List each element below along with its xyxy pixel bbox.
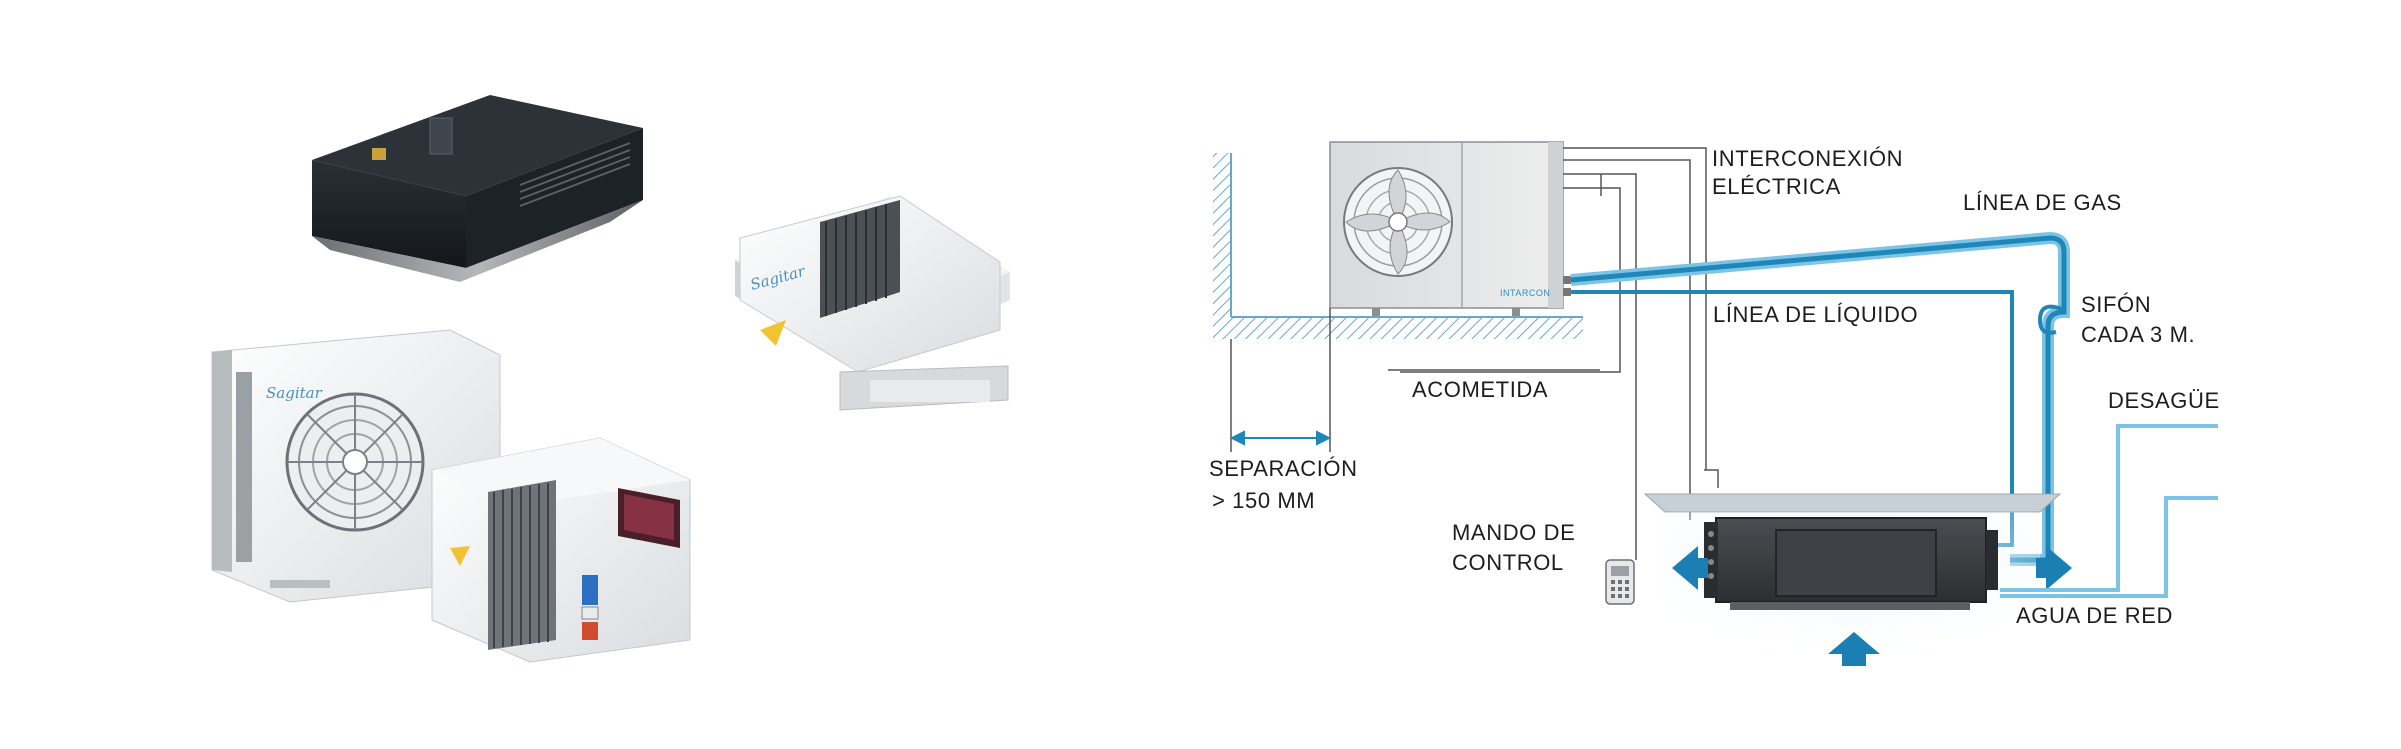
warning-label-icon bbox=[760, 320, 786, 346]
monoblock-refrigeration-unit: Sagitar bbox=[735, 195, 1010, 411]
siphon-label-line1: SIFÓN bbox=[2081, 292, 2151, 317]
indoor-duct-unit bbox=[1704, 517, 1998, 610]
product-script-label: Sagitar bbox=[266, 384, 323, 402]
power-supply-label: ACOMETIDA bbox=[1412, 377, 1548, 402]
separation-label-line1: SEPARACIÓN bbox=[1209, 456, 1358, 481]
siphon bbox=[2037, 304, 2065, 335]
installation-diagram: INTARCON bbox=[1209, 141, 2220, 666]
liquid-line-label: LÍNEA DE LÍQUIDO bbox=[1713, 302, 1918, 327]
ceiling-cassette-unit bbox=[312, 95, 643, 282]
mains-water-label: AGUA DE RED bbox=[2016, 603, 2173, 628]
separation-label-line2: > 150 MM bbox=[1212, 488, 1315, 513]
mains-water-line bbox=[2000, 496, 2218, 598]
brand-label: INTARCON bbox=[1500, 288, 1550, 298]
gas-line bbox=[1570, 231, 2070, 566]
interconnection-label-line2: ELÉCTRICA bbox=[1712, 174, 1841, 199]
split-condensing-unit: Sagitar bbox=[211, 329, 501, 603]
drain-label: DESAGÜE bbox=[2108, 388, 2220, 413]
airflow-arrow-icon bbox=[1672, 546, 2072, 666]
warning-label-icon bbox=[450, 546, 470, 566]
control-label-line1: MANDO DE bbox=[1452, 520, 1575, 545]
fan-icon bbox=[285, 392, 425, 532]
monoblock-condensing-unit bbox=[431, 437, 691, 663]
separation-dimension bbox=[1229, 308, 1332, 452]
warning-label-icon bbox=[372, 148, 386, 160]
wall-hatch bbox=[1213, 153, 1583, 339]
interconnection-label-line1: INTERCONEXIÓN bbox=[1712, 146, 1903, 171]
ceiling-panel bbox=[1643, 493, 2062, 513]
product-photos: Sagitar Sagitar bbox=[211, 95, 1010, 663]
control-label-line2: CONTROL bbox=[1452, 550, 1564, 575]
remote-control-icon bbox=[1605, 559, 1635, 605]
siphon-label-line2: CADA 3 M. bbox=[2081, 322, 2195, 347]
drain-line bbox=[2000, 424, 2218, 592]
outdoor-condensing-unit: INTARCON bbox=[1329, 141, 1571, 316]
fan-icon bbox=[1343, 167, 1453, 277]
gas-line-label: LÍNEA DE GAS bbox=[1963, 190, 2122, 215]
